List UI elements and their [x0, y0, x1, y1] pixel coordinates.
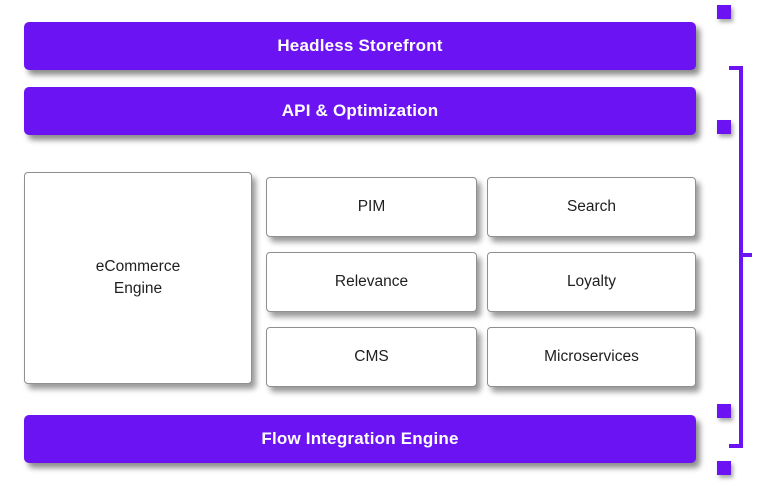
box-search: Search	[487, 177, 696, 237]
box-loyalty-label: Loyalty	[566, 272, 617, 290]
bracket-square-upper	[717, 120, 731, 134]
box-pim: PIM	[266, 177, 477, 237]
bracket-line	[739, 66, 743, 448]
box-cms: CMS	[266, 327, 477, 387]
layer-flow-integration-engine-label: Flow Integration Engine	[261, 429, 459, 448]
bracket-tick-top	[729, 66, 743, 70]
box-loyalty: Loyalty	[487, 252, 696, 312]
box-ecommerce-engine-label: eCommerce Engine	[95, 257, 181, 297]
box-cms-label: CMS	[354, 347, 389, 365]
layer-headless-storefront: Headless Storefront	[24, 22, 696, 70]
box-pim-label: PIM	[357, 197, 386, 215]
box-search-label: Search	[566, 197, 617, 215]
bracket-square-bottom	[717, 461, 731, 475]
box-microservices: Microservices	[487, 327, 696, 387]
layer-api-optimization-label: API & Optimization	[281, 101, 439, 120]
box-ecommerce-engine: eCommerce Engine	[24, 172, 252, 384]
box-relevance: Relevance	[266, 252, 477, 312]
bracket-square-top	[717, 5, 731, 19]
bracket-tick-middle	[739, 253, 752, 257]
box-relevance-label: Relevance	[334, 272, 409, 290]
bracket-tick-bottom	[729, 444, 743, 448]
layer-flow-integration-engine: Flow Integration Engine	[24, 415, 696, 463]
bracket-square-lower	[717, 404, 731, 418]
layer-api-optimization: API & Optimization	[24, 87, 696, 135]
layer-headless-storefront-label: Headless Storefront	[277, 36, 443, 55]
box-microservices-label: Microservices	[544, 347, 639, 365]
